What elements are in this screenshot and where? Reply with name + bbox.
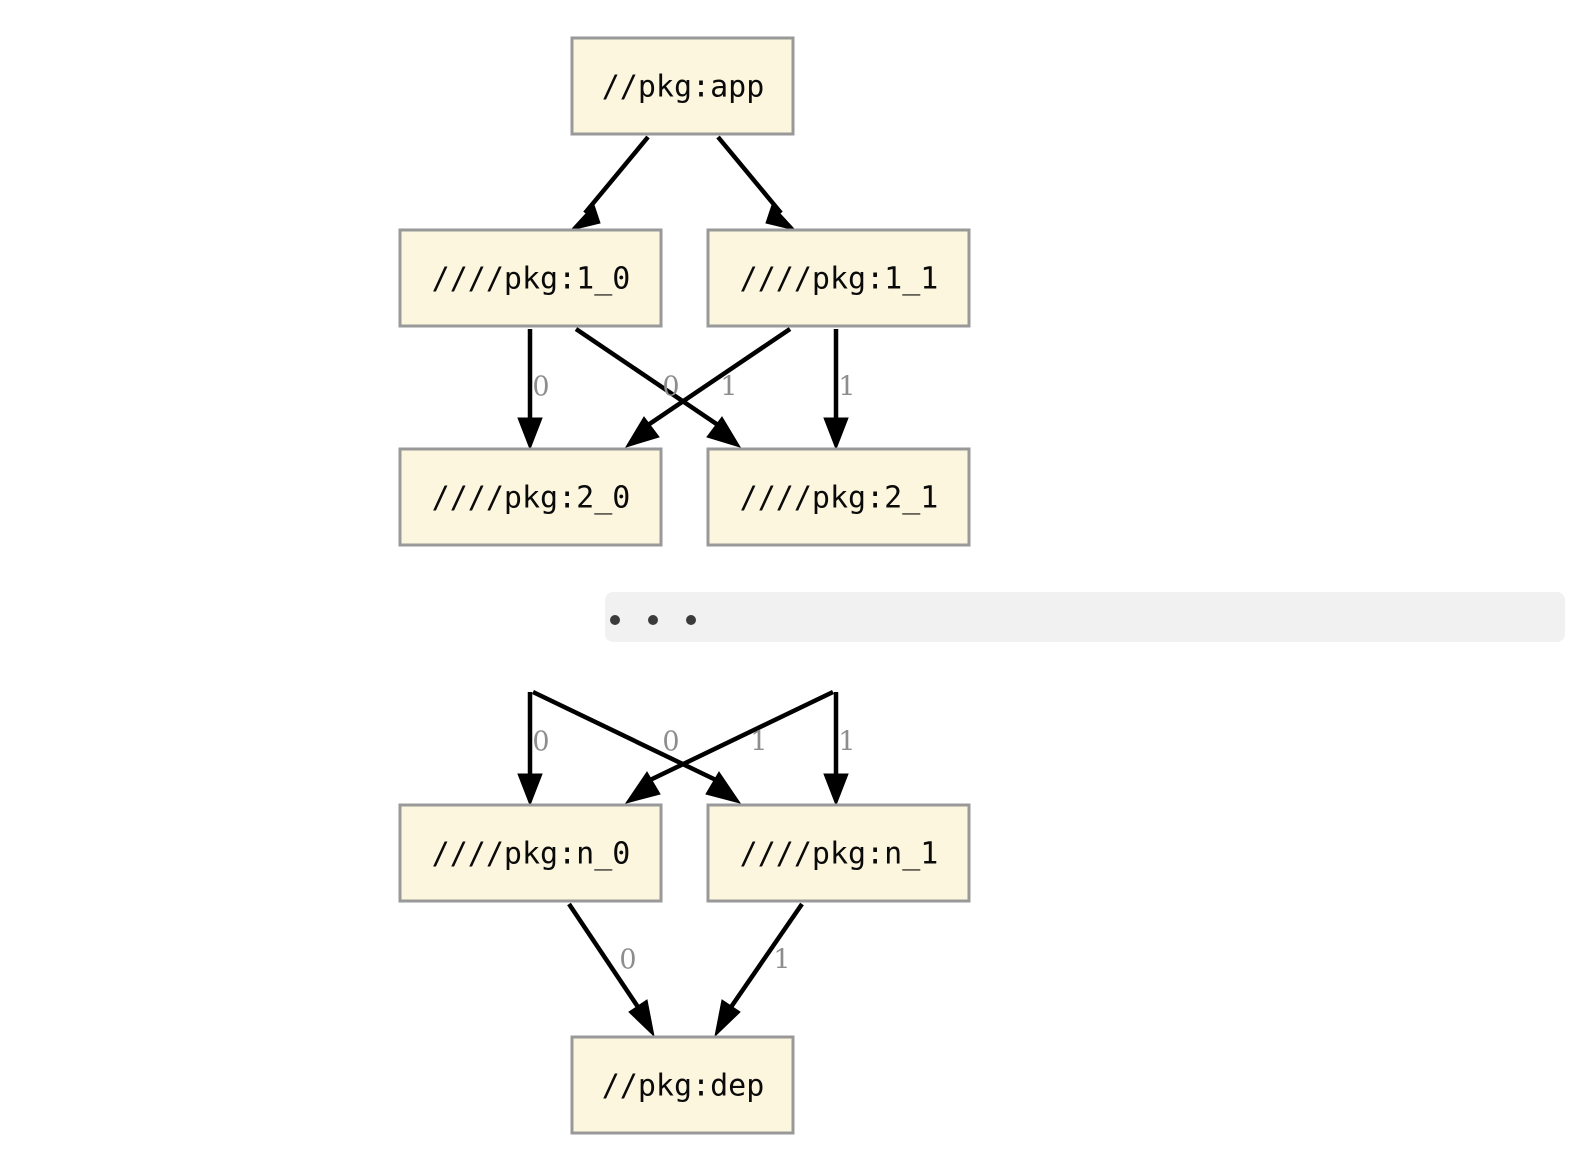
arrowhead [624,416,660,448]
edge-ellipsis-to-n_1-a: 0 [532,689,742,804]
arrowhead [765,204,797,231]
arrowhead [823,773,849,807]
edge-label-ellipsis-n_0-0: 0 [532,727,549,758]
edge-1_1-to-2_0: 1 [624,327,792,448]
edge-label-1_1-2_0: 1 [720,372,737,403]
edge-ellipsis-to-n_0: 0 [517,692,550,807]
node-1_0-box[interactable] [398,228,663,328]
edge-label-n_1-dep: 1 [773,945,790,976]
arrowhead [517,417,543,451]
node-2_0[interactable]: ////pkg:2_0 [398,447,663,547]
node-n_1-label: ////pkg:n_1 [740,837,939,872]
edge-label-1_0-2_0: 0 [532,372,549,403]
node-2_1[interactable]: ////pkg:2_1 [706,447,971,547]
edge-label-ellipsis-n_0-1: 1 [750,727,767,758]
node-1_0-label: ////pkg:1_0 [432,262,631,297]
node-app[interactable]: //pkg:app [570,36,795,136]
arrowhead [517,773,543,807]
node-1_1[interactable]: ////pkg:1_1 [706,228,971,328]
node-app-label: //pkg:app [602,70,765,105]
edge-1_1-to-2_1: 1 [823,329,856,451]
node-dep-label: //pkg:dep [602,1069,765,1104]
node-n_1[interactable]: ////pkg:n_1 [706,803,971,903]
ellipsis-region [605,592,1565,642]
ellipsis-dot-2 [648,615,658,625]
edge-n_0-to-dep: 0 [567,902,655,1038]
edge-label-1_0-2_1: 0 [662,372,679,403]
arrowhead [823,417,849,451]
edge-n_1-to-dep: 1 [714,902,804,1038]
edge-label-ellipsis-n_1-1: 1 [838,727,855,758]
arrowhead [628,999,655,1038]
node-2_1-label: ////pkg:2_1 [740,481,939,516]
node-n_1-box[interactable] [706,803,971,903]
edge-1_0-to-2_0: 0 [517,329,550,451]
edge-app-to-1_1 [716,135,797,231]
arrowhead [706,416,742,448]
edge-ellipsis-to-n_0-b: 1 [624,689,834,804]
edge-app-to-1_0 [569,135,650,231]
edge-label-1_1-2_1: 1 [838,372,855,403]
node-2_1-box[interactable] [706,447,971,547]
ellipsis-dot-1 [610,615,620,625]
node-n_0-label: ////pkg:n_0 [432,837,631,872]
node-1_1-box[interactable] [706,228,971,328]
edge-1_0-to-2_1: 0 [574,327,742,448]
node-app-box[interactable] [570,36,795,136]
node-n_0-box[interactable] [398,803,663,903]
arrowhead [714,999,741,1038]
ellipsis-band [605,592,1565,642]
arrowhead [705,771,742,804]
edge-label-n_0-dep: 0 [619,945,636,976]
arrowhead [569,204,601,231]
arrowhead [624,771,661,804]
node-n_0[interactable]: ////pkg:n_0 [398,803,663,903]
edge-label-ellipsis-n_1-0: 0 [662,727,679,758]
node-1_0[interactable]: ////pkg:1_0 [398,228,663,328]
node-dep[interactable]: //pkg:dep [570,1035,795,1135]
edge-ellipsis-to-n_1-b: 1 [823,692,856,807]
node-1_1-label: ////pkg:1_1 [740,262,939,297]
node-2_0-box[interactable] [398,447,663,547]
node-2_0-label: ////pkg:2_0 [432,481,631,516]
ellipsis-dot-3 [686,615,696,625]
node-dep-box[interactable] [570,1035,795,1135]
